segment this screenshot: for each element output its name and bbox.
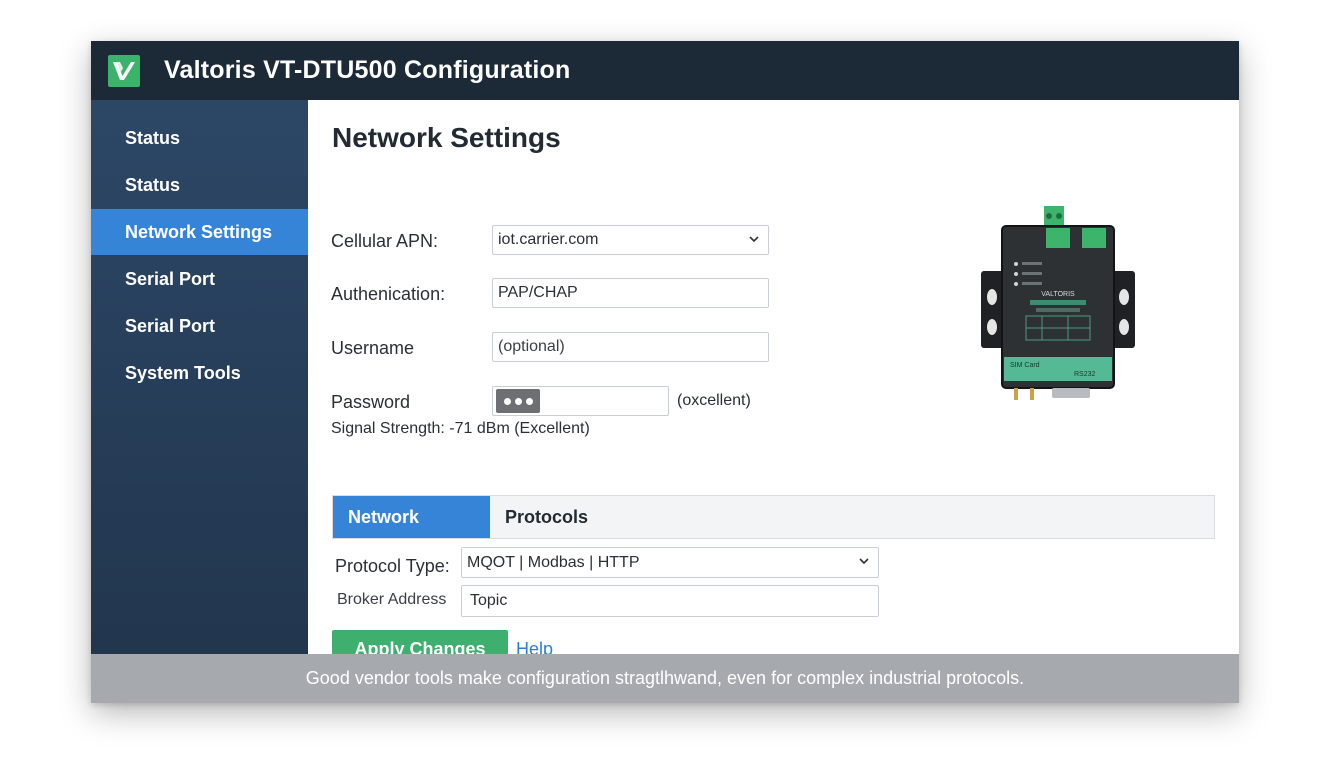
- sidebar: Status Status Network Settings Serial Po…: [91, 100, 308, 654]
- username-placeholder: (optional): [498, 338, 565, 355]
- chevron-down-icon: [749, 236, 759, 243]
- password-dots: [496, 389, 540, 413]
- username-input[interactable]: (optional): [492, 332, 769, 362]
- apn-select[interactable]: iot.carrier.com: [492, 225, 769, 255]
- tab-protocols[interactable]: Protocols: [505, 507, 589, 527]
- app-title: Valtoris VT-DTU500 Configuration: [164, 56, 571, 84]
- broker-address-label: Broker Address: [337, 591, 447, 608]
- username-label: Username: [331, 338, 415, 358]
- page-title: Network Settings: [332, 122, 561, 153]
- sidebar-item-system-tools[interactable]: System Tools: [125, 363, 241, 383]
- auth-value: PAP/CHAP: [498, 284, 578, 301]
- protocol-type-label: Protocol Type:: [335, 556, 450, 576]
- tab-network-settings[interactable]: Network Settings: [333, 496, 490, 569]
- password-strength: (oxcellent): [677, 392, 751, 409]
- auth-field[interactable]: PAP/CHAP: [492, 278, 769, 308]
- apn-value: iot.carrier.com: [498, 231, 599, 248]
- password-input[interactable]: [492, 386, 669, 416]
- device-brand: VALTORIS: [1041, 291, 1075, 298]
- sidebar-item-network-settings[interactable]: Network Settings: [91, 209, 308, 255]
- device-sim-label: SIM Card: [1010, 362, 1040, 369]
- device-image: VALTORIS SIM Card RS232: [981, 206, 1135, 400]
- broker-address-placeholder: Topic: [470, 592, 508, 609]
- sidebar-item-status[interactable]: Status: [125, 128, 181, 148]
- footer-caption: Good vendor tools make configuration str…: [91, 654, 1239, 703]
- sidebar-item-serial-port[interactable]: Serial Port: [125, 269, 216, 289]
- password-label: Password: [331, 392, 411, 412]
- sidebar-item-status-2[interactable]: Status: [125, 175, 181, 195]
- main-panel: Network Settings Cellular APN: iot.carri…: [308, 100, 1239, 669]
- signal-strength: Signal Strength: -71 dBm (Excellent): [331, 420, 590, 437]
- chevron-down-icon: [859, 558, 869, 565]
- tab-bar: Network Settings Protocols: [332, 495, 1215, 569]
- app-window: Valtoris VT-DTU500 Configuration Status …: [91, 41, 1239, 703]
- device-rs232-label: RS232: [1074, 371, 1096, 378]
- apn-label: Cellular APN:: [331, 231, 439, 251]
- auth-label: Authenication:: [331, 284, 446, 304]
- protocol-type-select[interactable]: MQOT | Modbas | HTTP: [461, 547, 879, 578]
- protocol-type-value: MQOT | Modbas | HTTP: [467, 553, 640, 571]
- broker-address-input[interactable]: Topic: [461, 585, 879, 617]
- sidebar-item-serial-port-2[interactable]: Serial Port: [125, 316, 216, 336]
- valtoris-logo-icon: [108, 54, 140, 87]
- titlebar: Valtoris VT-DTU500 Configuration: [91, 41, 1239, 100]
